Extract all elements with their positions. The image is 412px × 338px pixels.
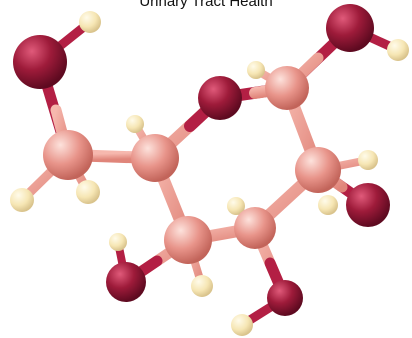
hydrogen-atom <box>318 195 338 215</box>
oxygen-atom <box>346 183 390 227</box>
oxygen-atom <box>326 4 374 52</box>
hydrogen-atom <box>126 115 144 133</box>
carbon-atom <box>295 147 341 193</box>
hydrogen-atom <box>227 197 245 215</box>
hydrogen-atom <box>79 11 101 33</box>
carbon-atoms <box>43 66 341 264</box>
oxygen-atoms <box>13 4 390 316</box>
hydrogen-atom <box>387 39 409 61</box>
oxygen-atom <box>267 280 303 316</box>
hydrogen-atom <box>358 150 378 170</box>
hydrogen-atom <box>191 275 213 297</box>
hydrogen-atom <box>109 233 127 251</box>
carbon-atom <box>164 216 212 264</box>
hydrogen-atom <box>247 61 265 79</box>
carbon-atom <box>43 130 93 180</box>
hydrogen-atom <box>10 188 34 212</box>
hydrogen-atoms <box>10 11 409 336</box>
carbon-atom <box>234 207 276 249</box>
oxygen-atom <box>198 76 242 120</box>
hydrogen-atom <box>76 180 100 204</box>
carbon-atom <box>131 134 179 182</box>
hydrogen-atom <box>231 314 253 336</box>
oxygen-atom <box>13 35 67 89</box>
image-caption: Urinary Tract Health <box>139 0 273 10</box>
oxygen-atom <box>106 262 146 302</box>
carbon-atom <box>265 66 309 110</box>
